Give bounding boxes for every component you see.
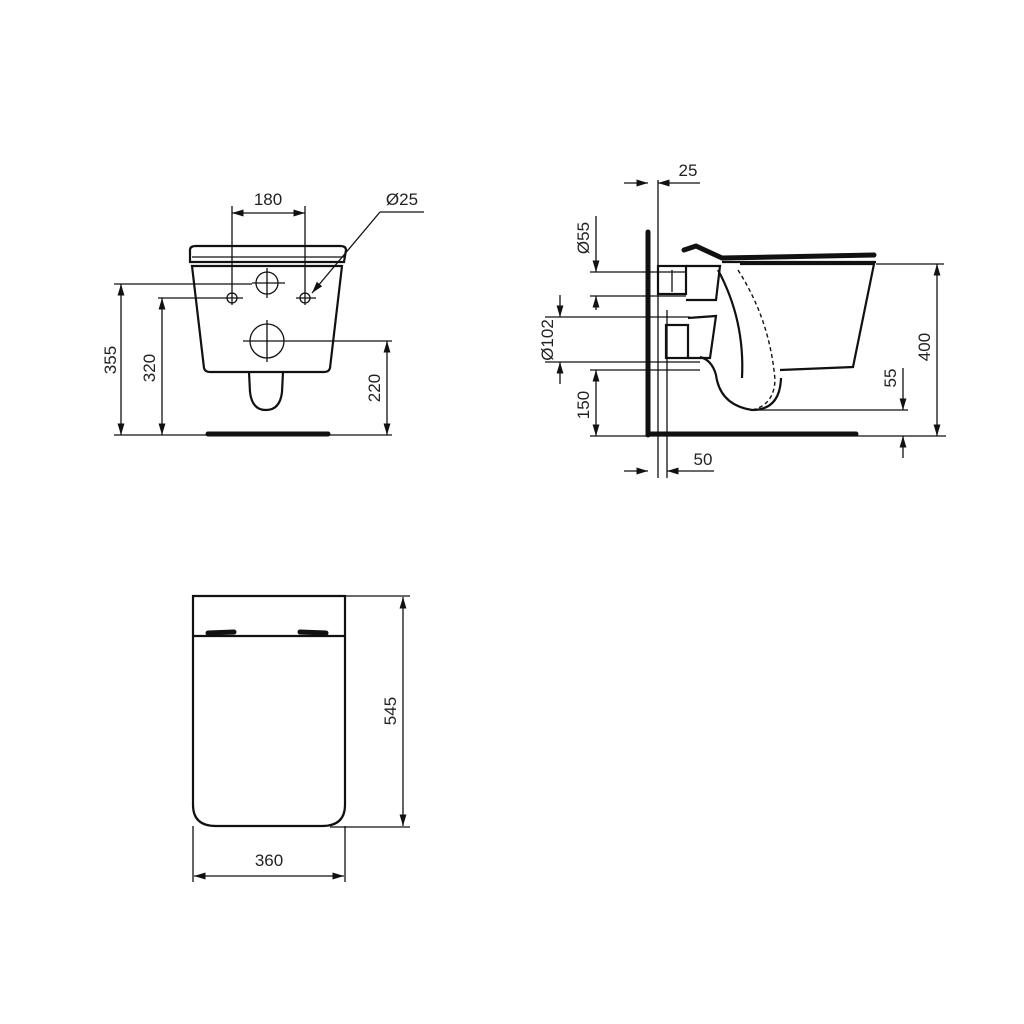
- dim-bottom-clearance: 55: [881, 369, 900, 388]
- dim-depth: 545: [381, 697, 400, 725]
- dim-inlet-diameter: Ø55: [574, 222, 593, 254]
- trap: [247, 371, 285, 412]
- dim-outlet-height: 150: [574, 391, 593, 419]
- dim-height-top: 355: [101, 346, 120, 374]
- dim-height-outlet: 220: [365, 374, 384, 402]
- side-trap: [699, 355, 783, 412]
- dim-fixing-diameter: Ø25: [386, 190, 418, 209]
- seat-lid: [188, 244, 348, 264]
- dim-wall-offset: 50: [694, 450, 713, 469]
- top-view: 545 360: [191, 594, 410, 882]
- dim-rim-height: 400: [915, 333, 934, 361]
- inlet-connector: [656, 264, 688, 296]
- outlet-connector: [664, 323, 690, 360]
- bowl-body: [190, 264, 344, 374]
- dim-width: 360: [255, 851, 283, 870]
- dim-hole-spacing: 180: [254, 190, 282, 209]
- side-view: 25 Ø55 Ø102 150 400 55 50: [538, 161, 946, 478]
- dim-outlet-diameter: Ø102: [538, 319, 557, 361]
- dim-wall-gap: 25: [679, 161, 698, 180]
- side-seat: [681, 243, 877, 261]
- side-bowl: [740, 262, 876, 372]
- top-outline: [191, 594, 347, 828]
- dim-height-fixings: 320: [140, 354, 159, 382]
- front-view: 180 Ø25 355 320 220: [101, 190, 424, 437]
- hidden-bowl-line: [737, 269, 776, 411]
